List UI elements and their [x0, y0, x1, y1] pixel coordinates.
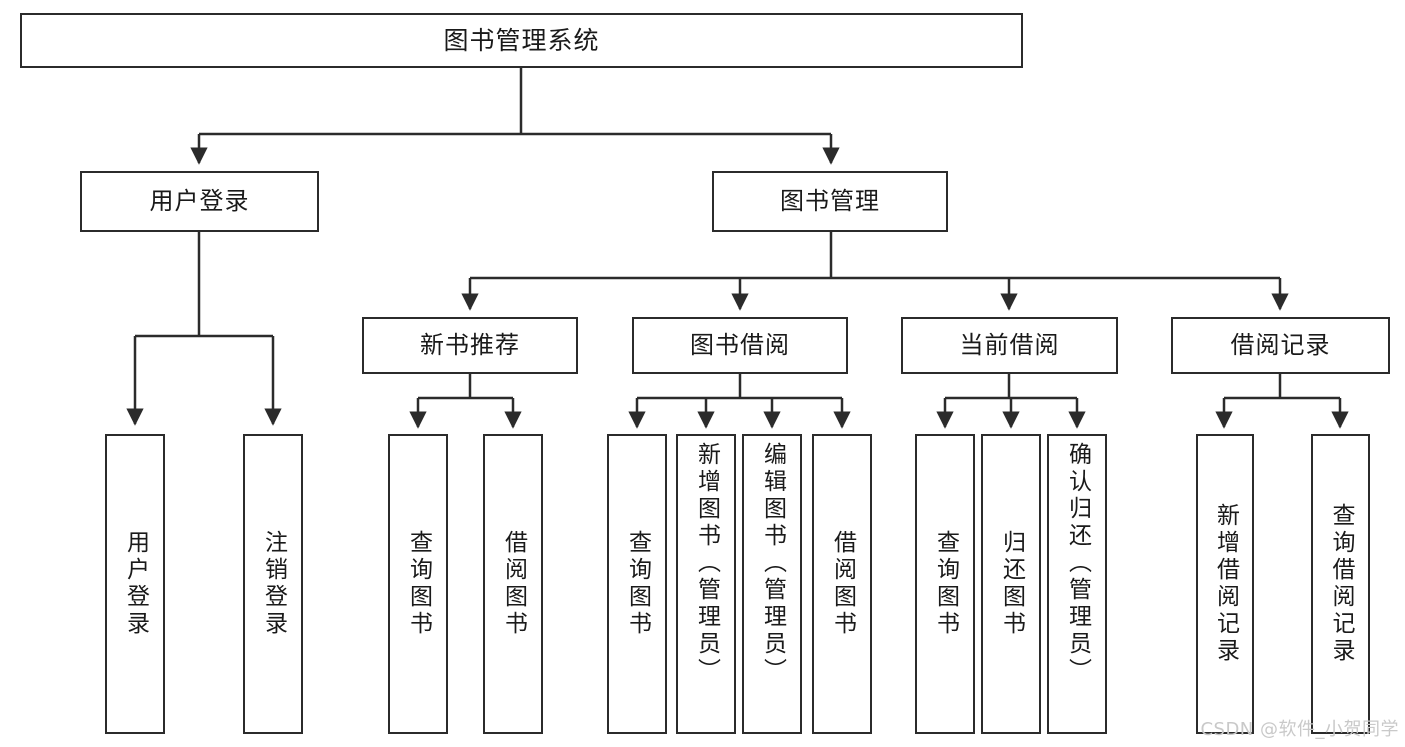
leaf-borrow-book[interactable]: 借阅图书: [812, 434, 872, 734]
node-label: 借阅图书: [500, 530, 527, 638]
node-label: 用户登录: [149, 187, 250, 216]
node-label: 图书管理: [780, 187, 880, 216]
leaf-user-login[interactable]: 用户登录: [105, 434, 165, 734]
node-label: 借阅图书: [829, 530, 856, 638]
node-label: 查询图书: [405, 530, 432, 638]
watermark-text: CSDN @软件_小贺同学: [1200, 719, 1399, 740]
node-label: 编辑图书（管理员）: [759, 442, 786, 685]
leaf-logout[interactable]: 注销登录: [243, 434, 303, 734]
node-label: 借阅记录: [1230, 331, 1331, 360]
node-label: 当前借阅: [959, 331, 1060, 360]
node-label: 查询图书: [932, 530, 959, 638]
leaf-query-book-new[interactable]: 查询图书: [388, 434, 448, 734]
leaf-borrow-book-new[interactable]: 借阅图书: [483, 434, 543, 734]
node-book-management[interactable]: 图书管理: [712, 171, 948, 232]
node-current-borrowing[interactable]: 当前借阅: [901, 317, 1118, 374]
leaf-query-book-current[interactable]: 查询图书: [915, 434, 975, 734]
node-label: 归还图书: [998, 530, 1025, 638]
leaf-edit-book-admin[interactable]: 编辑图书（管理员）: [742, 434, 802, 734]
node-label: 新书推荐: [420, 331, 520, 360]
node-label: 注销登录: [260, 530, 287, 638]
node-label: 查询借阅记录: [1328, 503, 1354, 665]
leaf-return-book[interactable]: 归还图书: [981, 434, 1041, 734]
leaf-add-book-admin[interactable]: 新增图书（管理员）: [676, 434, 736, 734]
node-book-borrowing[interactable]: 图书借阅: [632, 317, 848, 374]
node-borrowing-record[interactable]: 借阅记录: [1171, 317, 1390, 374]
node-user-login[interactable]: 用户登录: [80, 171, 319, 232]
leaf-add-borrow-record[interactable]: 新增借阅记录: [1196, 434, 1254, 734]
node-new-book-recommendation[interactable]: 新书推荐: [362, 317, 578, 374]
node-label: 新增图书（管理员）: [693, 442, 720, 685]
leaf-confirm-return-admin[interactable]: 确认归还（管理员）: [1047, 434, 1107, 734]
node-label: 用户登录: [122, 530, 149, 638]
leaf-query-book-borrow[interactable]: 查询图书: [607, 434, 667, 734]
leaf-query-borrow-record[interactable]: 查询借阅记录: [1311, 434, 1370, 734]
node-label: 确认归还（管理员）: [1064, 442, 1091, 685]
node-label: 新增借阅记录: [1212, 503, 1239, 665]
node-label: 查询图书: [624, 530, 651, 638]
node-label: 图书管理系统: [443, 25, 600, 55]
node-label: 图书借阅: [690, 331, 790, 360]
node-root-book-management-system[interactable]: 图书管理系统: [20, 13, 1023, 68]
